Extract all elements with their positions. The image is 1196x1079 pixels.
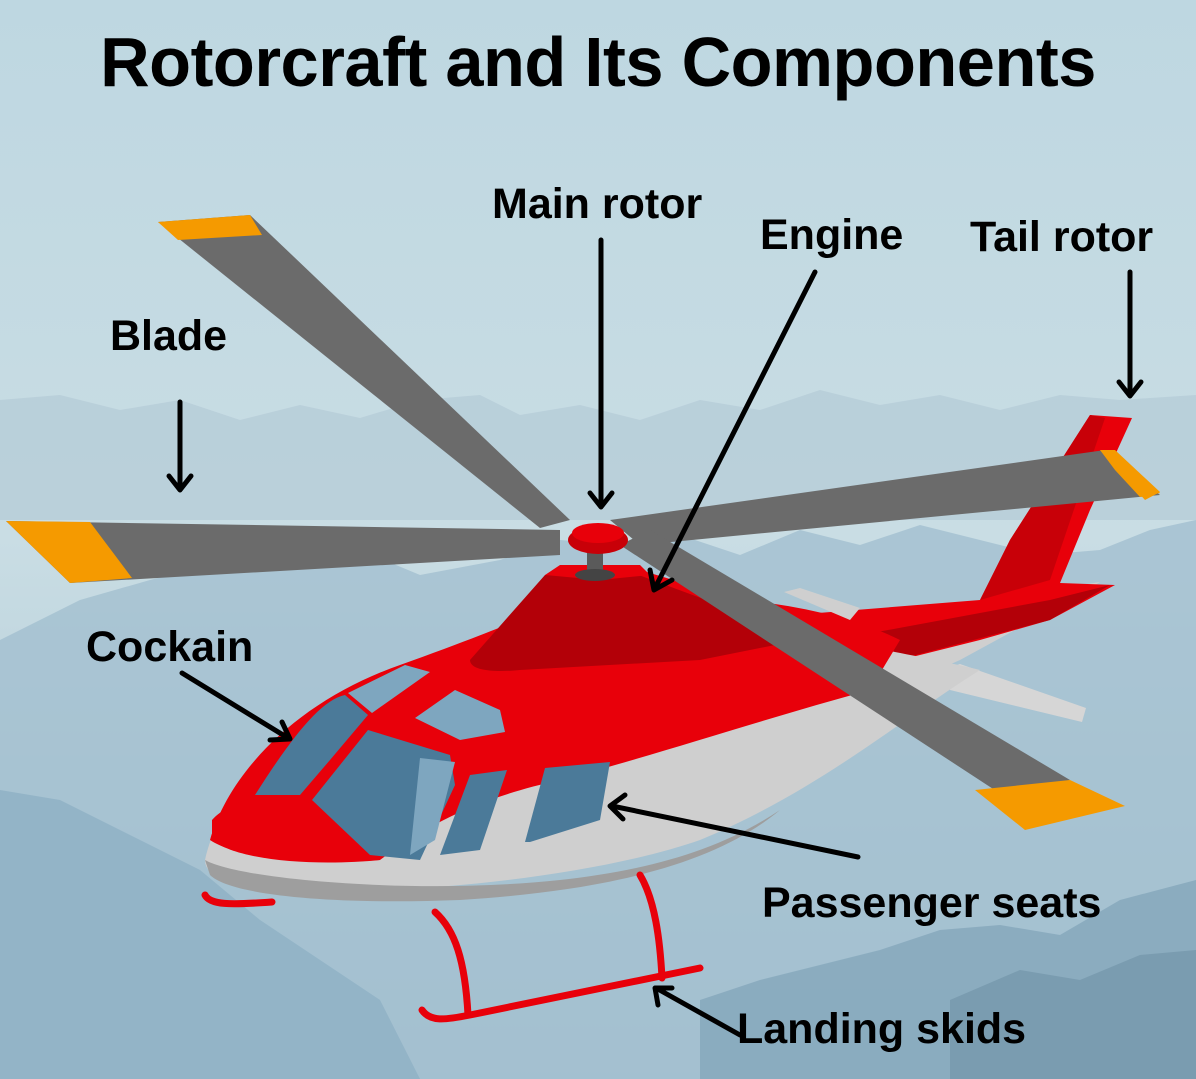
label-cockpit: Cockain [86,623,254,671]
arrow-blade [166,399,194,493]
arrow-landing-skids [652,985,743,1038]
label-landing-skids: Landing skids [737,1005,1027,1053]
page-title: Rotorcraft and Its Components [100,23,1096,101]
arrow-engine [647,269,818,593]
landing-skids [201,871,704,1023]
front-rotor-blade [620,530,1125,830]
label-engine: Engine [760,211,904,259]
label-tail-rotor: Tail rotor [970,213,1154,261]
rotor-blades [6,215,1160,583]
annotation-arrows [166,237,1144,1038]
arrow-passenger-seats [607,792,861,860]
rotor-hub [568,523,628,554]
cockpit-windows [255,665,610,860]
arrow-tail-rotor [1116,269,1144,399]
label-passenger-seats: Passenger seats [762,879,1102,927]
label-blade: Blade [110,312,228,360]
arrow-main-rotor [587,237,615,510]
arrow-cockpit [179,670,293,743]
label-main-rotor: Main rotor [492,180,703,228]
